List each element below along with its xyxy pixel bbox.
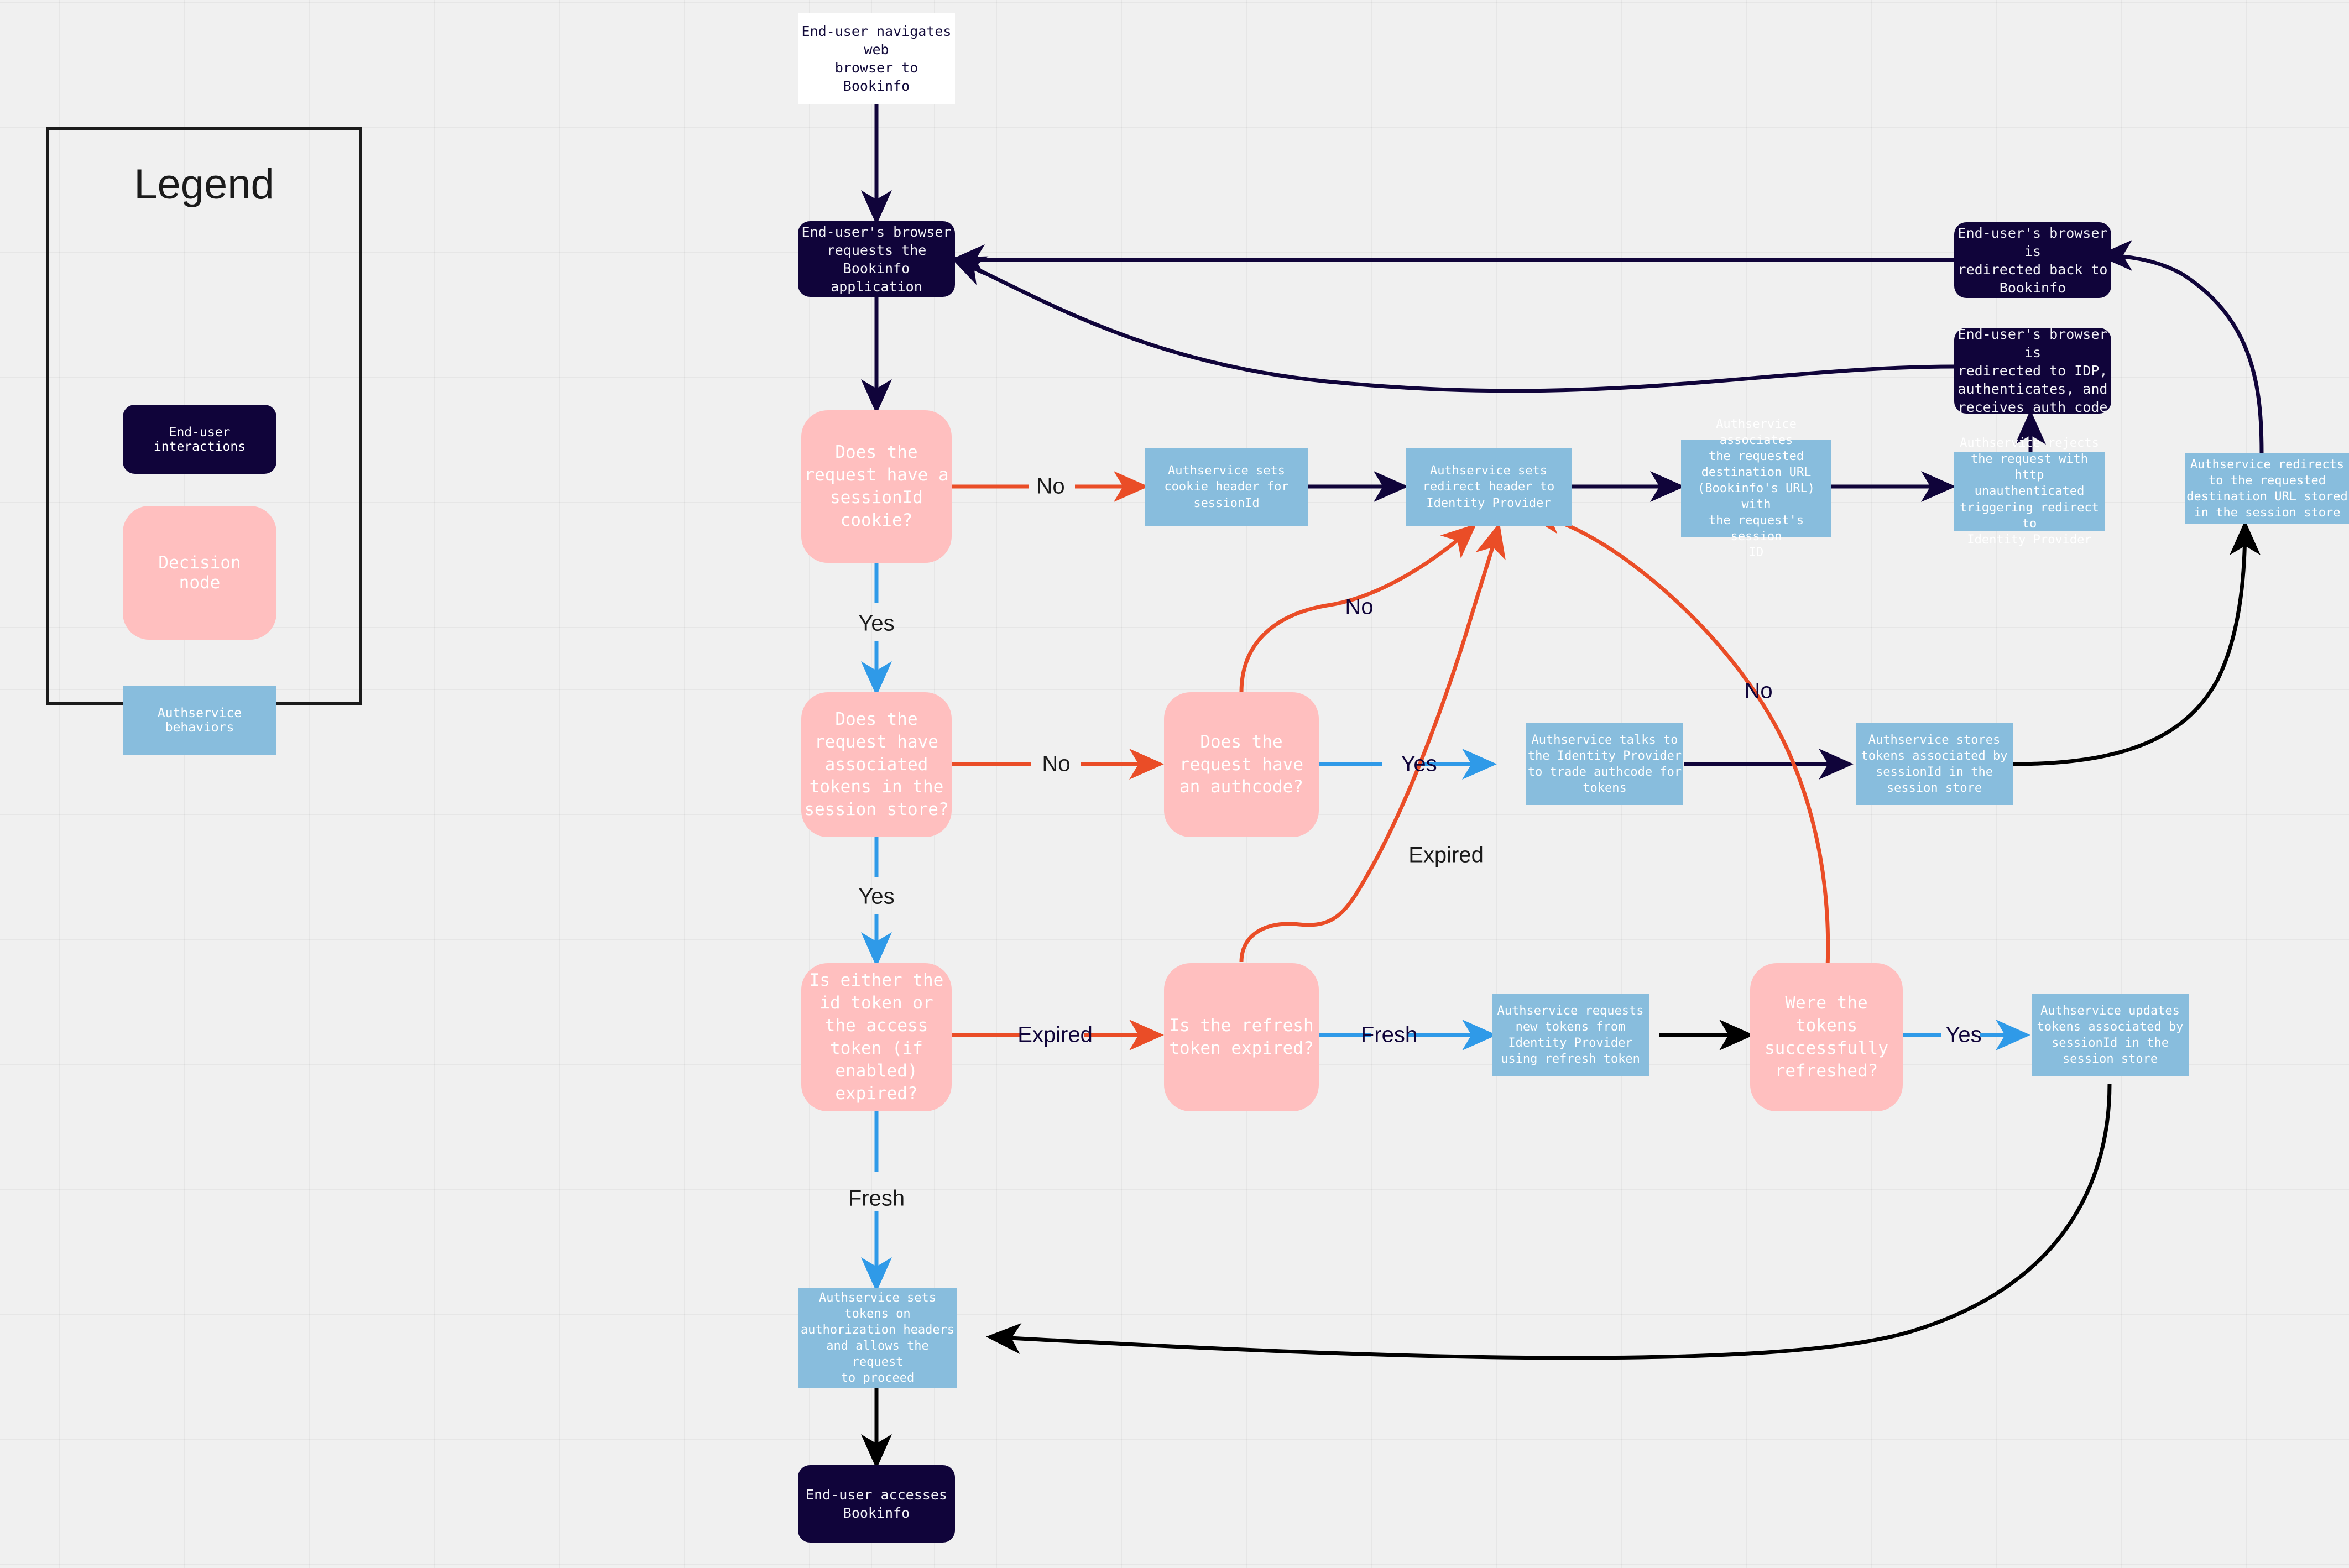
node-decision-tokens-in-store[interactable]: Does the request have associated tokens … — [801, 692, 952, 837]
node-browser-requests-label: End-user's browser requests the Bookinfo… — [801, 223, 952, 295]
node-decision-session-cookie[interactable]: Does the request have a sessionId cookie… — [801, 410, 952, 563]
node-auth-update-tokens-label: Authservice updates tokens associated by… — [2037, 1003, 2184, 1067]
edge-label-yes-refresh-success: Yes — [1945, 1022, 1982, 1047]
node-auth-trade-authcode[interactable]: Authservice talks to the Identity Provid… — [1526, 723, 1683, 805]
node-auth-set-redirect[interactable]: Authservice sets redirect header to Iden… — [1406, 448, 1572, 526]
node-auth-set-auth-headers-label: Authservice sets tokens on authorization… — [800, 1290, 955, 1386]
node-decision-token-expired-label: Is either the id token or the access tok… — [809, 970, 944, 1104]
node-auth-associate-url[interactable]: Authservice associates the requested des… — [1681, 417, 1831, 560]
node-auth-store-tokens-label: Authservice stores tokens associated by … — [1861, 733, 2008, 796]
node-decision-refresh-expired[interactable]: Is the refresh token expired? — [1164, 963, 1319, 1111]
node-auth-reject-request[interactable]: Authservice rejects the request with htt… — [1954, 436, 2105, 547]
node-decision-authcode[interactable]: Does the request have an authcode? — [1164, 692, 1319, 837]
node-auth-redirect-destination[interactable]: Authservice redirects to the requested d… — [2185, 453, 2349, 524]
edge-label-expired-refresh: Expired — [1408, 843, 1484, 867]
edge-label-no-authcode: No — [1345, 594, 1374, 619]
edge-label-fresh-token: Fresh — [848, 1186, 905, 1211]
legend-swatch-authservice: Authservice behaviors — [123, 686, 276, 755]
node-decision-authcode-label: Does the request have an authcode? — [1179, 731, 1303, 797]
edge-label-yes-authcode: Yes — [1401, 751, 1437, 776]
node-auth-set-cookie[interactable]: Authservice sets cookie header for sessi… — [1145, 448, 1308, 526]
node-decision-tokens-in-store-label: Does the request have associated tokens … — [804, 709, 949, 820]
node-decision-token-expired[interactable]: Is either the id token or the access tok… — [801, 963, 952, 1111]
node-auth-set-auth-headers[interactable]: Authservice sets tokens on authorization… — [798, 1288, 957, 1388]
node-start[interactable]: End-user navigates web browser to Bookin… — [798, 13, 955, 104]
legend-label-authservice: Authservice behaviors — [157, 705, 242, 735]
legend-title: Legend — [134, 161, 274, 208]
edge-label-expired-token: Expired — [1017, 1022, 1093, 1047]
edge-label-yes-session-cookie: Yes — [858, 611, 895, 636]
legend-panel: Legend End-user interactions Decision no… — [46, 127, 362, 755]
node-start-label: End-user navigates web browser to Bookin… — [801, 23, 952, 94]
node-auth-update-tokens[interactable]: Authservice updates tokens associated by… — [2032, 994, 2189, 1076]
edge-label-no-session-cookie: No — [1036, 474, 1065, 499]
edge-label-no-tokens-in-store: No — [1042, 751, 1071, 776]
node-browser-redirected-back-label: End-user's browser is redirected back to… — [1958, 224, 2108, 296]
node-auth-associate-url-label: Authservice associates the requested des… — [1698, 417, 1815, 560]
legend-label-decision: Decision node — [158, 553, 241, 593]
node-auth-trade-authcode-label: Authservice talks to the Identity Provid… — [1527, 733, 1682, 796]
node-browser-redirected-back[interactable]: End-user's browser is redirected back to… — [1954, 222, 2111, 298]
node-end-access-label: End-user accesses Bookinfo — [806, 1487, 947, 1521]
legend-swatch-end-user: End-user interactions — [123, 405, 276, 474]
edge-label-yes-tokens-in-store: Yes — [858, 884, 895, 909]
node-auth-store-tokens[interactable]: Authservice stores tokens associated by … — [1856, 723, 2013, 805]
node-auth-redirect-destination-label: Authservice redirects to the requested d… — [2186, 457, 2348, 520]
edge-label-no-refresh-success: No — [1744, 678, 1773, 703]
node-auth-set-cookie-label: Authservice sets cookie header for sessi… — [1164, 464, 1289, 510]
legend-label-end-user: End-user interactions — [153, 425, 246, 454]
node-decision-refresh-success[interactable]: Were the tokens successfully refreshed? — [1750, 963, 1903, 1111]
edge-label-fresh-refresh: Fresh — [1360, 1022, 1418, 1047]
node-auth-set-redirect-label: Authservice sets redirect header to Iden… — [1422, 464, 1555, 510]
node-auth-reject-request-label: Authservice rejects the request with htt… — [1960, 436, 2099, 547]
node-decision-session-cookie-label: Does the request have a sessionId cookie… — [804, 442, 949, 530]
legend-swatch-decision: Decision node — [123, 506, 276, 640]
node-auth-request-new-tokens-label: Authservice requests new tokens from Ide… — [1497, 1003, 1644, 1067]
node-browser-redirected-idp-label: End-user's browser is redirected to IDP,… — [1958, 326, 2108, 415]
node-browser-redirected-idp[interactable]: End-user's browser is redirected to IDP,… — [1954, 326, 2111, 415]
node-decision-refresh-success-label: Were the tokens successfully refreshed? — [1765, 993, 1888, 1081]
node-end-user-accesses-bookinfo[interactable]: End-user accesses Bookinfo — [798, 1465, 955, 1543]
node-auth-request-new-tokens[interactable]: Authservice requests new tokens from Ide… — [1492, 994, 1649, 1076]
node-browser-requests[interactable]: End-user's browser requests the Bookinfo… — [798, 221, 955, 297]
node-decision-refresh-expired-label: Is the refresh token expired? — [1169, 1016, 1314, 1058]
